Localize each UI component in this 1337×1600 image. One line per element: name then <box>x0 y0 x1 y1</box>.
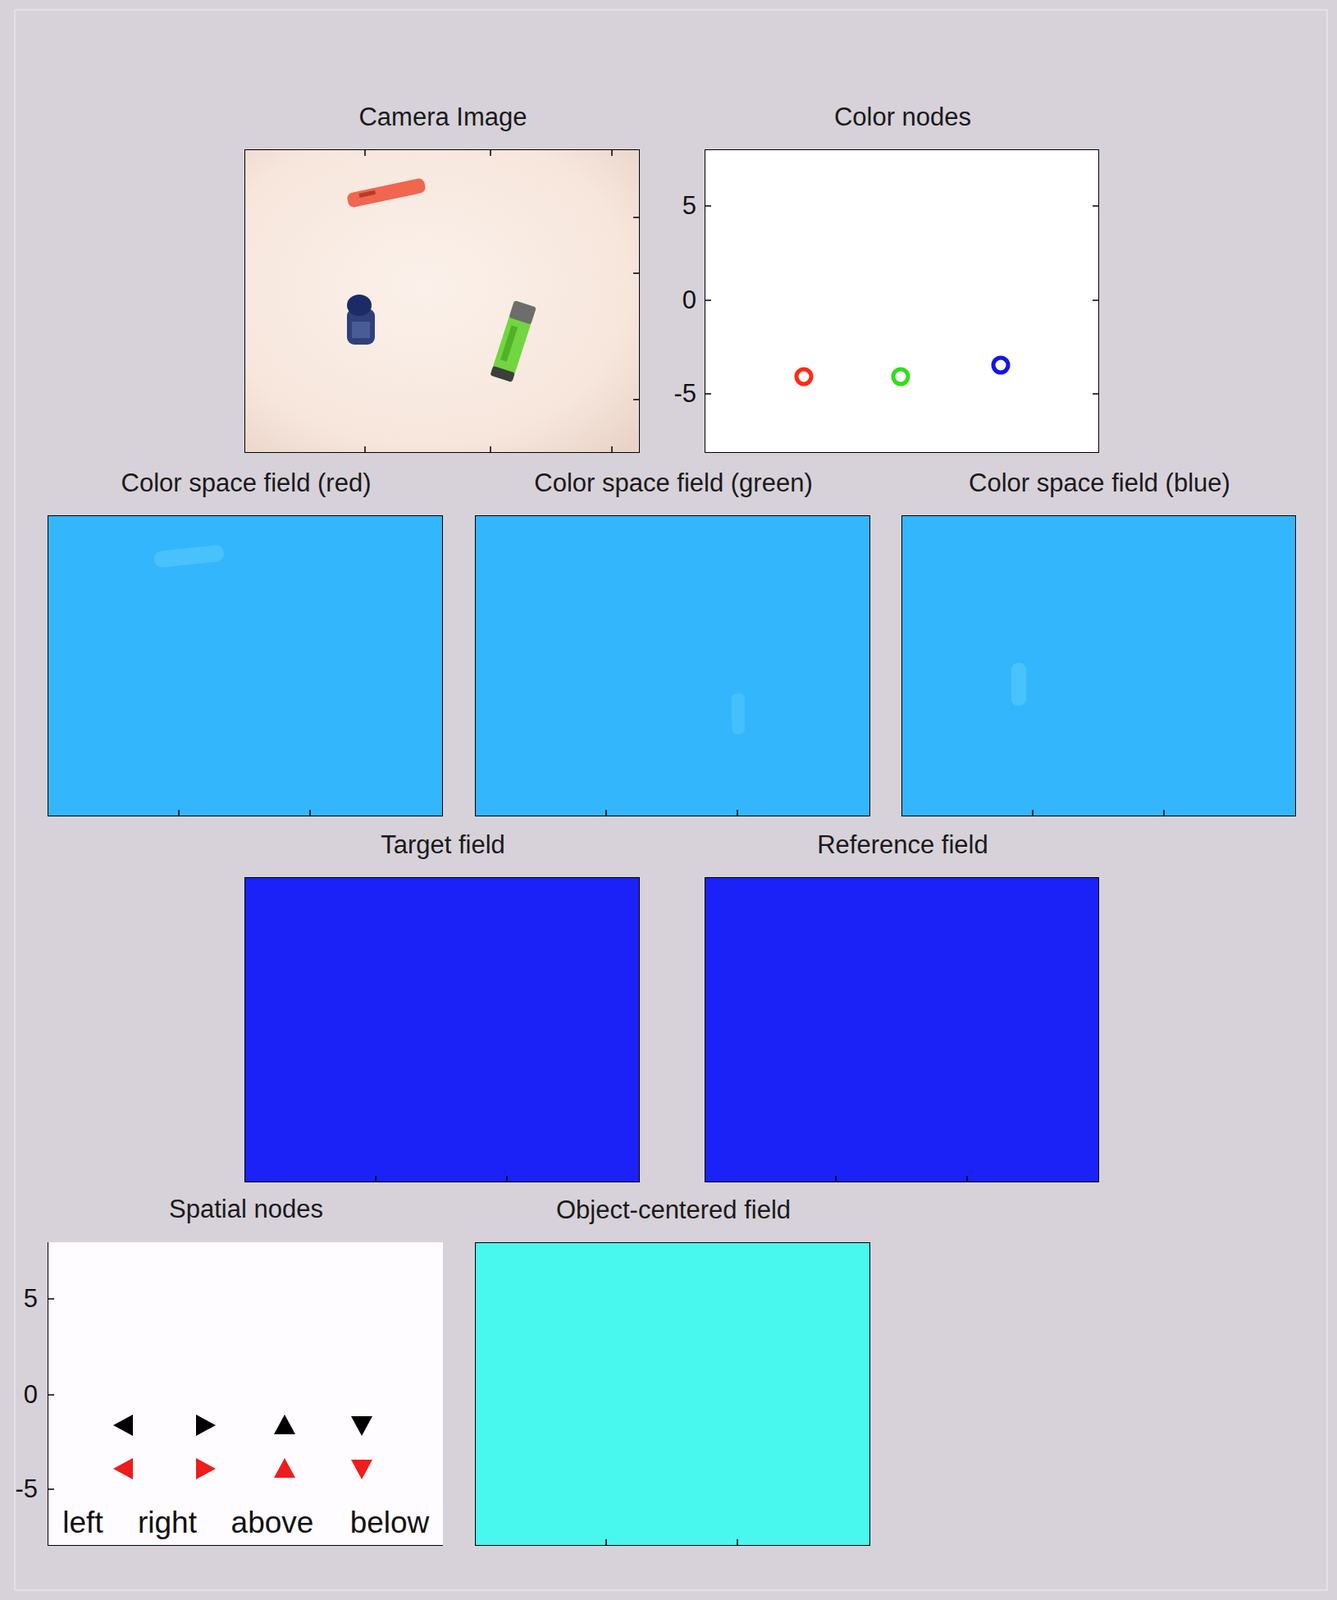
panel-title: Camera Image <box>358 102 527 133</box>
node-label: below <box>350 1505 430 1541</box>
axis-tick-label: 5 <box>23 1283 38 1314</box>
panel-title: Reference field <box>816 830 989 860</box>
panel-title: Color nodes <box>834 102 972 133</box>
node-label: right <box>137 1505 197 1541</box>
color-node-markers <box>796 357 1009 384</box>
camera-objects <box>346 177 537 383</box>
axis-tick-label: 0 <box>23 1379 38 1410</box>
plot-panel: Target field <box>244 876 640 1182</box>
axis-tick-label: 5 <box>682 191 697 221</box>
plot-panel: Color nodes <box>704 149 1100 453</box>
plot-panel: Camera Image <box>244 149 640 453</box>
plot-panel: Color space field (green) <box>474 515 871 817</box>
spatial-node-markers <box>113 1414 373 1479</box>
panel-title: Color space field (red) <box>121 468 372 498</box>
axis-tick-label: -5 <box>673 378 697 409</box>
plot-panel: Color space field (red) <box>47 515 443 817</box>
panel-title: Object-centered field <box>556 1195 791 1225</box>
axis-tick-label: 0 <box>682 285 697 315</box>
node-label: left <box>62 1505 103 1541</box>
node-label: above <box>231 1505 315 1541</box>
axis-tick-label: -5 <box>14 1473 38 1504</box>
plot-panel: Color space field (blue) <box>901 515 1296 817</box>
panel-title: Target field <box>380 830 506 860</box>
panel-title: Spatial nodes <box>168 1194 324 1224</box>
plot-panel: Spatial nodes <box>47 1241 443 1546</box>
panel-title: Color space field (green) <box>533 468 813 498</box>
plot-panel: Reference field <box>704 876 1100 1182</box>
plot-panel: Object-centered field <box>474 1241 871 1546</box>
panel-title: Color space field (blue) <box>968 468 1231 498</box>
